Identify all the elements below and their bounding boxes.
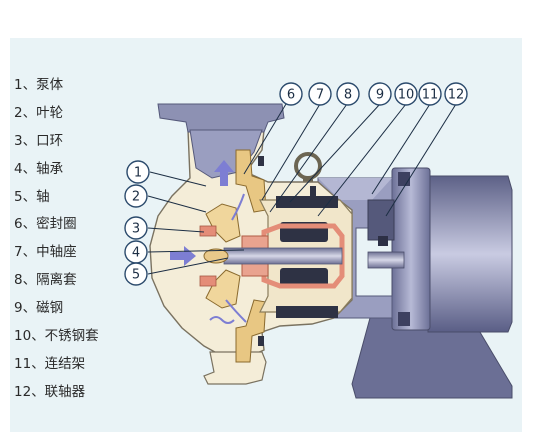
casing-bolt	[310, 186, 316, 196]
callout-6: 6	[279, 82, 303, 106]
flange-bolt-top	[398, 172, 410, 186]
svg-text:7: 7	[316, 88, 324, 103]
motor-shaft	[367, 251, 405, 269]
legend-item: 11、连结架	[14, 355, 86, 372]
parts-legend: 1、泵体 2、叶轮 3、口环 4、轴承 5、轴 6、密封圈 7、中轴座 8、隔离…	[14, 72, 99, 407]
legend-item: 8、隔离套	[14, 272, 77, 289]
legend-item: 5、轴	[14, 188, 50, 205]
flow-arrow-icon	[231, 193, 245, 221]
legend-item: 10、不锈钢套	[14, 328, 99, 345]
flow-arrow-icon	[225, 299, 247, 323]
legend-item: 9、磁钢	[14, 300, 64, 317]
legend-item: 3、口环	[14, 132, 64, 149]
lifting-ring	[294, 152, 322, 180]
casing-bolt	[258, 156, 264, 166]
coupling	[367, 199, 395, 241]
leader-lines	[147, 103, 457, 275]
svg-text:2: 2	[132, 190, 140, 205]
svg-text:12: 12	[448, 88, 465, 103]
callout-5: 5	[124, 262, 148, 286]
callout-1: 1	[126, 160, 150, 184]
svg-text:11: 11	[422, 88, 439, 103]
flow-arrow-icon	[209, 316, 235, 324]
flange-bolt-bottom	[398, 312, 410, 326]
coupling-bolt	[378, 236, 388, 246]
flow-arrow-icon	[214, 160, 234, 186]
lifting-ring-stem	[303, 176, 313, 186]
callout-4: 4	[124, 240, 148, 264]
svg-text:5: 5	[132, 268, 140, 283]
svg-text:4: 4	[132, 246, 140, 261]
legend-item: 12、联轴器	[14, 383, 86, 400]
casing-foot	[203, 351, 267, 385]
outer-magnet-top	[276, 196, 338, 208]
inner-magnet-bottom	[280, 268, 328, 288]
mouth-ring-lower	[199, 275, 217, 287]
callout-8: 8	[336, 82, 360, 106]
svg-text:10: 10	[398, 88, 415, 103]
callout-12: 12	[444, 82, 468, 106]
coupling-frame-shading	[318, 178, 392, 200]
legend-item: 4、轴承	[14, 160, 64, 177]
svg-text:6: 6	[287, 88, 295, 103]
mouth-ring-upper	[199, 225, 217, 237]
svg-text:3: 3	[132, 222, 140, 237]
legend-item: 7、中轴座	[14, 244, 77, 261]
motor-flange	[391, 167, 431, 331]
legend-item: 6、密封圈	[14, 216, 77, 233]
callout-9: 9	[368, 82, 392, 106]
legend-item: 1、泵体	[14, 77, 64, 93]
legend-item: 2、叶轮	[14, 104, 64, 121]
motor-body	[427, 175, 513, 333]
inlet-flange	[157, 103, 285, 133]
bearing-copper	[261, 223, 345, 289]
callout-3: 3	[124, 216, 148, 240]
callout-10: 10	[394, 82, 418, 106]
callout-2: 2	[124, 184, 148, 208]
svg-text:9: 9	[376, 88, 384, 103]
casing-bolt	[258, 336, 264, 346]
outer-magnet-bottom	[276, 306, 338, 318]
svg-text:8: 8	[344, 88, 352, 103]
svg-text:1: 1	[134, 166, 142, 181]
callout-11: 11	[418, 82, 442, 106]
callout-7: 7	[308, 82, 332, 106]
